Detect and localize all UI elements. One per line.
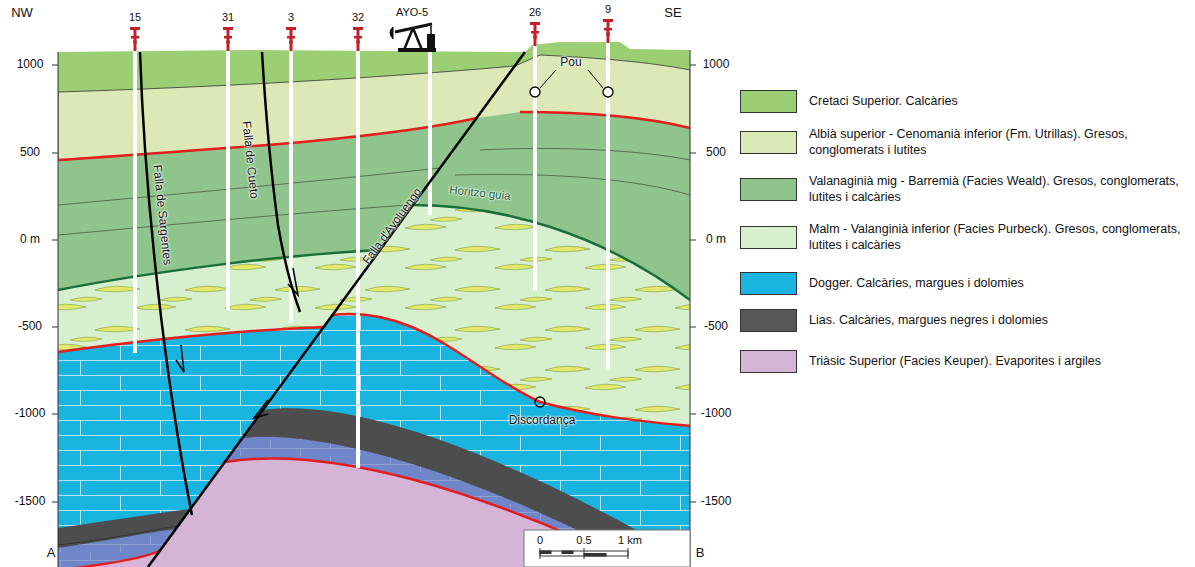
well-number: 3	[288, 11, 294, 23]
elevation-label: -1500	[15, 495, 46, 508]
legend-text: Albià superior - Cenomanià inferior (Fm.…	[809, 127, 1195, 158]
legend-swatch	[740, 226, 797, 249]
legend-text: Valanaginià mig - Barremià (Facies Weald…	[809, 174, 1195, 205]
elevation-label: 500	[20, 146, 40, 159]
orientation-label: NW	[11, 6, 33, 20]
section-end-label: B	[696, 546, 705, 560]
elevation-label: 0 m	[706, 233, 726, 246]
fault-name: Falla de Cueto	[239, 121, 260, 200]
fault-name: Falla d'Ayoluengo	[360, 186, 424, 267]
legend-text: Lias. Calcàries, margues negres i dolomi…	[809, 313, 1195, 329]
legend-swatch	[740, 309, 797, 332]
well-number: 15	[129, 11, 141, 23]
legend-item: Malm - Valanginià inferior (Facies Purbe…	[740, 222, 1195, 253]
legend-swatch	[740, 90, 797, 113]
callout-label: Pou	[560, 56, 581, 69]
legend-text: Dogger. Calcàries, margues i dolomies	[809, 276, 1195, 292]
elevation-label: 500	[706, 146, 726, 159]
legend-item: Lias. Calcàries, margues negres i dolomi…	[740, 309, 1195, 332]
well-number: 31	[222, 11, 234, 23]
well-number: 26	[529, 6, 541, 18]
legend-text: Cretaci Superior. Calcàries	[809, 94, 1195, 110]
elevation-label: -500	[704, 320, 728, 333]
legend-item: Cretaci Superior. Calcàries	[740, 90, 1195, 113]
elevation-label: -1000	[15, 407, 46, 420]
well-number: AYO-5	[396, 6, 428, 18]
section-end-label: A	[47, 546, 56, 560]
legend-item: Dogger. Calcàries, margues i dolomies	[740, 272, 1195, 295]
fault-name: Falla de Sargentes	[150, 164, 174, 266]
legend-swatch	[740, 131, 797, 154]
elevation-label: 1000	[703, 58, 730, 71]
legend-item: Albià superior - Cenomanià inferior (Fm.…	[740, 127, 1195, 158]
scale-label: 1 km	[618, 534, 642, 546]
horizon-name: Horitzó guia	[449, 184, 511, 203]
legend-swatch	[740, 178, 797, 201]
elevation-label: 1000	[17, 58, 44, 71]
elevation-label: -1000	[701, 407, 732, 420]
well-number: 32	[352, 11, 364, 23]
scale-label: 0.5	[576, 534, 591, 546]
legend-swatch	[740, 350, 797, 373]
legend-swatch	[740, 272, 797, 295]
elevation-label: 0 m	[20, 233, 40, 246]
callout-label: Discordança	[509, 414, 576, 427]
elevation-label: -500	[18, 320, 42, 333]
orientation-label: SE	[664, 6, 681, 20]
legend-text: Triàsic Superior (Facies Keuper). Evapor…	[809, 354, 1195, 370]
legend-item: Triàsic Superior (Facies Keuper). Evapor…	[740, 350, 1195, 373]
legend-item: Valanaginià mig - Barremià (Facies Weald…	[740, 174, 1195, 205]
well-number: 9	[605, 3, 611, 15]
elevation-label: -1500	[701, 495, 732, 508]
legend-text: Malm - Valanginià inferior (Facies Purbe…	[809, 222, 1195, 253]
scale-label: 0	[537, 534, 543, 546]
